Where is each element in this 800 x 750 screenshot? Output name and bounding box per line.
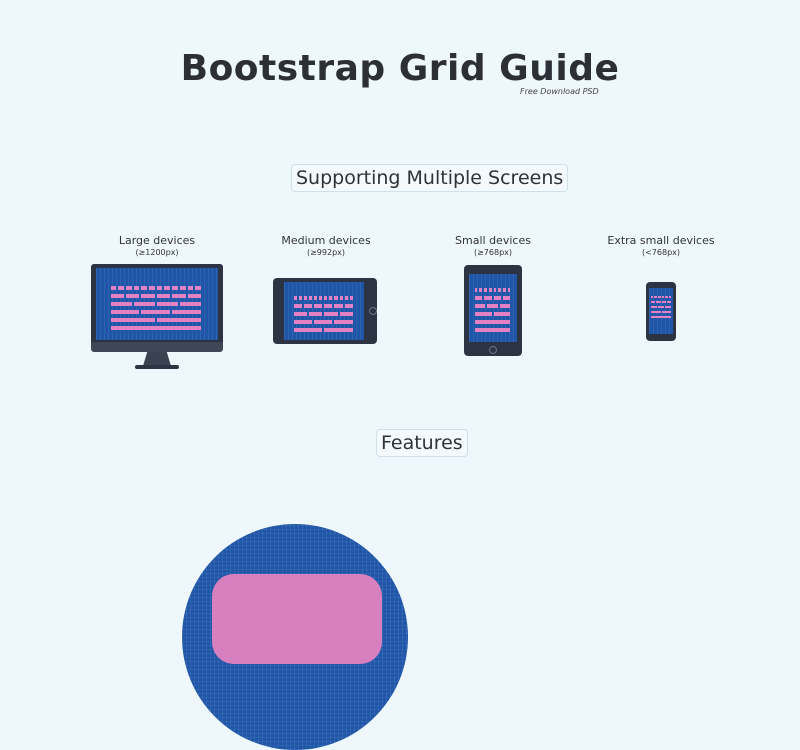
device-size: (≥768px) [473,248,513,257]
grid-row [110,286,201,290]
feature-pill-shape [212,574,382,664]
feature-circle-illustration [182,524,408,750]
device-size: (≥992px) [306,248,346,257]
grid-row [110,294,201,298]
grid-row [650,311,672,313]
grid-row [474,328,511,332]
grid-row [293,304,353,308]
home-button-icon [489,346,497,354]
tablet-portrait-screen [469,274,517,342]
grid-row [474,320,511,324]
phone-screen [649,288,673,334]
section-heading-screens: Supporting Multiple Screens [291,164,569,192]
grid-row [110,310,201,314]
monitor-screen [96,268,218,340]
grid-row [293,320,353,324]
monitor-illustration [91,264,223,370]
grid-row [293,328,353,332]
monitor-foot [135,365,179,369]
device-name: Extra small devices [607,234,715,247]
device-name: Large devices [118,234,196,247]
grid-row [474,288,511,292]
monitor-stand [143,352,171,366]
device-size: (≥1200px) [135,248,179,257]
grid-row [110,302,201,306]
device-label-small: Small devices (≥768px) [423,234,563,257]
grid-row [293,312,353,316]
grid-row [474,304,511,308]
tablet-landscape-screen [284,282,364,340]
grid-row [293,296,353,300]
monitor-chin [91,342,223,352]
grid-rows [474,288,511,336]
grid-rows [110,286,201,334]
page-title: Bootstrap Grid Guide [180,48,620,89]
section-heading-features: Features [376,429,468,457]
grid-row [110,318,201,322]
grid-row [110,326,201,330]
grid-row [650,296,672,298]
device-name: Medium devices [281,234,371,247]
device-label-large: Large devices (≥1200px) [87,234,227,257]
grid-row [474,296,511,300]
tablet-portrait-illustration [464,265,522,356]
grid-rows [293,296,353,336]
home-button-icon [369,307,377,315]
page-subtitle: Free Download PSD [520,87,599,96]
grid-rows [650,296,672,321]
grid-row [474,312,511,316]
grid-row [650,316,672,318]
grid-row [650,306,672,308]
tablet-landscape-illustration [273,278,377,344]
device-label-medium: Medium devices (≥992px) [256,234,396,257]
phone-illustration [646,282,676,341]
device-size: (<768px) [641,248,681,257]
device-label-extra-small: Extra small devices (<768px) [591,234,731,257]
grid-row [650,301,672,303]
device-name: Small devices [455,234,531,247]
